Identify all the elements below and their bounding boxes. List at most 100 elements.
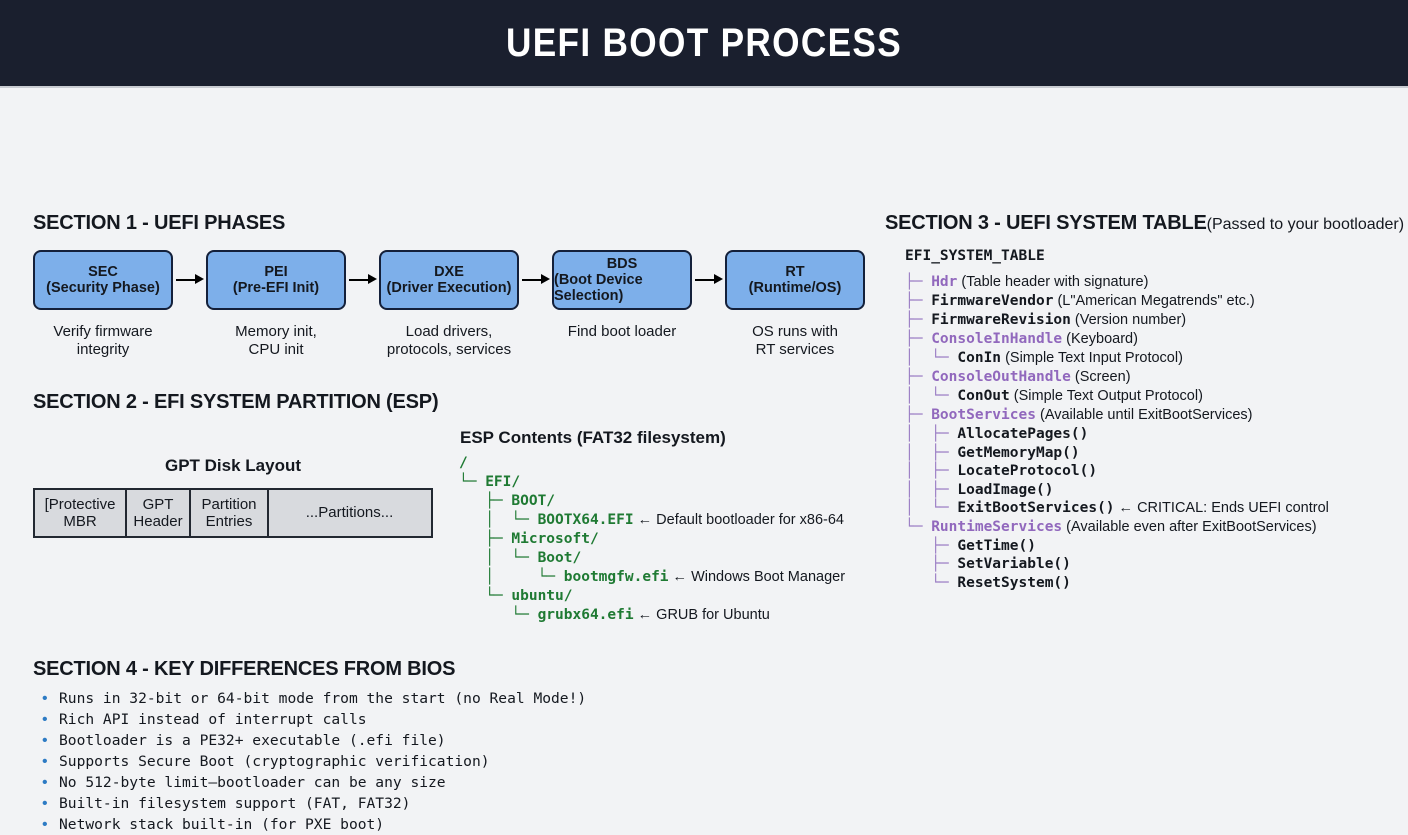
bullet-dot-icon: • xyxy=(42,816,48,833)
esp-tree-row: ├─ Microsoft/ xyxy=(459,530,845,549)
phase-subtitle: (Security Phase) xyxy=(46,280,160,296)
phase-column-bds: BDS(Boot Device Selection) Find boot load… xyxy=(552,250,692,341)
system-table-row: ├─ ConsoleInHandle (Keyboard) xyxy=(905,331,1329,350)
esp-tree-row: └─ EFI/ xyxy=(459,473,845,492)
esp-node-name: BOOTX64.EFI xyxy=(537,512,634,528)
tree-connector: │ └─ xyxy=(459,569,564,585)
phase-name: RT xyxy=(785,263,805,280)
tree-connector: ├─ xyxy=(459,493,512,509)
gpt-cell: [Protective MBR xyxy=(35,490,127,536)
system-table-row: │ └─ ConOut (Simple Text Output Protocol… xyxy=(905,388,1329,407)
tree-connector: │ └─ xyxy=(459,550,538,566)
phase-column-rt: RT(Runtime/OS)OS runs with RT services xyxy=(725,250,865,360)
system-table-row: ├─ GetTime() xyxy=(905,538,1329,557)
key-differences-list: •Runs in 32-bit or 64-bit mode from the … xyxy=(42,688,586,835)
esp-tree-row: │ └─ BOOTX64.EFI ← Default bootloader fo… xyxy=(459,511,845,530)
system-table-field-note: (Table header with signature) xyxy=(957,274,1149,290)
esp-tree-row: / xyxy=(459,454,845,473)
tree-connector: ├─ xyxy=(905,274,932,290)
phase-subtitle: (Boot Device Selection) xyxy=(554,271,643,305)
tree-connector: │ ├─ xyxy=(905,444,958,461)
phase-box-dxe[interactable]: DXE(Driver Execution) xyxy=(379,250,519,310)
phase-subtitle: (Driver Execution) xyxy=(386,280,512,296)
tree-connector: ├─ xyxy=(459,531,512,547)
system-table-field-name: ConIn xyxy=(957,350,1002,366)
system-table-field-name: FirmwareVendor xyxy=(931,293,1054,309)
system-table-field-name: LocateProtocol() xyxy=(957,463,1098,479)
tree-connector: ├─ xyxy=(905,407,932,423)
system-table-field-name: RuntimeServices xyxy=(931,518,1063,535)
list-item-text: No 512-byte limit—bootloader can be any … xyxy=(59,774,446,791)
section-1-heading: SECTION 1 - UEFI PHASES xyxy=(33,212,286,234)
list-item-text: Rich API instead of interrupt calls xyxy=(59,711,367,728)
system-table-field-note: ← CRITICAL: Ends UEFI control xyxy=(1114,500,1329,516)
system-table-row: │ ├─ AllocatePages() xyxy=(905,426,1329,445)
system-table-field-name: SetVariable() xyxy=(957,556,1071,572)
phase-arrow xyxy=(519,250,552,310)
esp-node-name: Boot/ xyxy=(537,550,582,566)
phase-description: Load drivers, protocols, services xyxy=(386,323,512,359)
bullet-dot-icon: • xyxy=(42,774,48,791)
esp-tree-row: │ └─ bootmgfw.efi ← Windows Boot Manager xyxy=(459,568,845,587)
system-table-field-note: (Available until ExitBootServices) xyxy=(1035,407,1253,423)
system-table-row: ├─ FirmwareVendor (L"American Megatrends… xyxy=(905,293,1329,312)
system-table-field-name: Hdr xyxy=(931,274,958,290)
system-table-field-name: FirmwareRevision xyxy=(931,312,1071,328)
tree-connector: ├─ xyxy=(905,312,932,328)
bullet-dot-icon: • xyxy=(42,711,48,728)
list-item: • Network stack built-in (for PXE boot) xyxy=(42,814,586,835)
diagram-canvas: SECTION 1 - UEFI PHASES SEC(Security Pha… xyxy=(0,88,1408,833)
tree-connector: │ └─ xyxy=(905,388,958,404)
list-item: •Runs in 32-bit or 64-bit mode from the … xyxy=(42,688,586,709)
system-table-field-name: ResetSystem() xyxy=(957,574,1071,591)
phase-subtitle: (Pre-EFI Init) xyxy=(232,280,320,296)
phase-box-pei[interactable]: PEI(Pre-EFI Init) xyxy=(206,250,346,310)
system-table-row: ├─ BootServices (Available until ExitBoo… xyxy=(905,407,1329,426)
esp-node-name: BOOT/ xyxy=(511,493,556,509)
phase-column-pei: PEI(Pre-EFI Init) Memory init, CPU init xyxy=(206,250,346,360)
gpt-cell: GPT Header xyxy=(127,490,191,536)
tree-connector: └─ xyxy=(905,518,932,535)
phase-box-rt[interactable]: RT(Runtime/OS) xyxy=(725,250,865,310)
phase-box-sec[interactable]: SEC(Security Phase) xyxy=(33,250,173,310)
system-table-field-name: AllocatePages() xyxy=(957,426,1089,442)
system-table-field-name: ConsoleInHandle xyxy=(931,331,1063,347)
tree-connector: └─ xyxy=(459,588,512,604)
system-table-field-note: (Version number) xyxy=(1070,312,1187,328)
esp-node-note: ← Default bootloader for x86-64 xyxy=(633,512,844,528)
system-table-field-name: ExitBootServices() xyxy=(957,500,1115,516)
efi-system-table-tree: ├─ Hdr (Table header with signature) ├─ F… xyxy=(905,274,1329,593)
tree-connector: └─ xyxy=(459,607,538,623)
esp-tree-row: │ └─ Boot/ xyxy=(459,549,845,568)
bullet-dot-icon: • xyxy=(42,795,48,812)
system-table-row: ├─ ConsoleOutHandle (Screen) xyxy=(905,369,1329,388)
phase-description: Find boot loader xyxy=(567,323,677,340)
esp-node-name: bootmgfw.efi xyxy=(563,569,669,585)
list-item-text: Network stack built-in (for PXE boot) xyxy=(59,816,385,833)
esp-node-name: ubuntu/ xyxy=(511,588,573,604)
list-item-text: Built-in filesystem support (FAT, FAT32) xyxy=(59,795,411,812)
tree-connector: ├─ xyxy=(905,537,958,554)
system-table-field-note: (Simple Text Input Protocol) xyxy=(1001,350,1183,366)
tree-connector: │ ├─ xyxy=(905,463,958,479)
system-table-field-note: (Screen) xyxy=(1070,369,1131,385)
phase-box-bds[interactable]: BDS(Boot Device Selection) xyxy=(552,250,692,310)
system-table-field-name: ConsoleOutHandle xyxy=(931,369,1071,385)
tree-connector: ├─ xyxy=(905,331,932,347)
system-table-field-note: (Simple Text Output Protocol) xyxy=(1009,388,1203,404)
tree-connector: └─ xyxy=(459,474,486,490)
system-table-field-note: (L"American Megatrends" etc.) xyxy=(1053,293,1255,309)
list-item: •Supports Secure Boot (cryptographic ver… xyxy=(42,751,586,772)
esp-contents-title: ESP Contents (FAT32 filesystem) xyxy=(460,428,726,447)
tree-connector: │ ├─ xyxy=(905,426,958,442)
system-table-row: │ └─ ExitBootServices() ← CRITICAL: Ends… xyxy=(905,500,1329,519)
list-item: • Rich API instead of interrupt calls xyxy=(42,709,586,730)
system-table-row: ├─ FirmwareRevision (Version number) xyxy=(905,312,1329,331)
phase-name: DXE xyxy=(434,263,464,280)
phase-name: PEI xyxy=(264,263,288,280)
phase-arrow xyxy=(173,250,206,310)
bullet-dot-icon: • xyxy=(42,732,48,749)
section-3-heading: SECTION 3 - UEFI SYSTEM TABLE(Passed to … xyxy=(885,212,1404,235)
phase-description: Memory init, CPU init xyxy=(235,323,317,359)
